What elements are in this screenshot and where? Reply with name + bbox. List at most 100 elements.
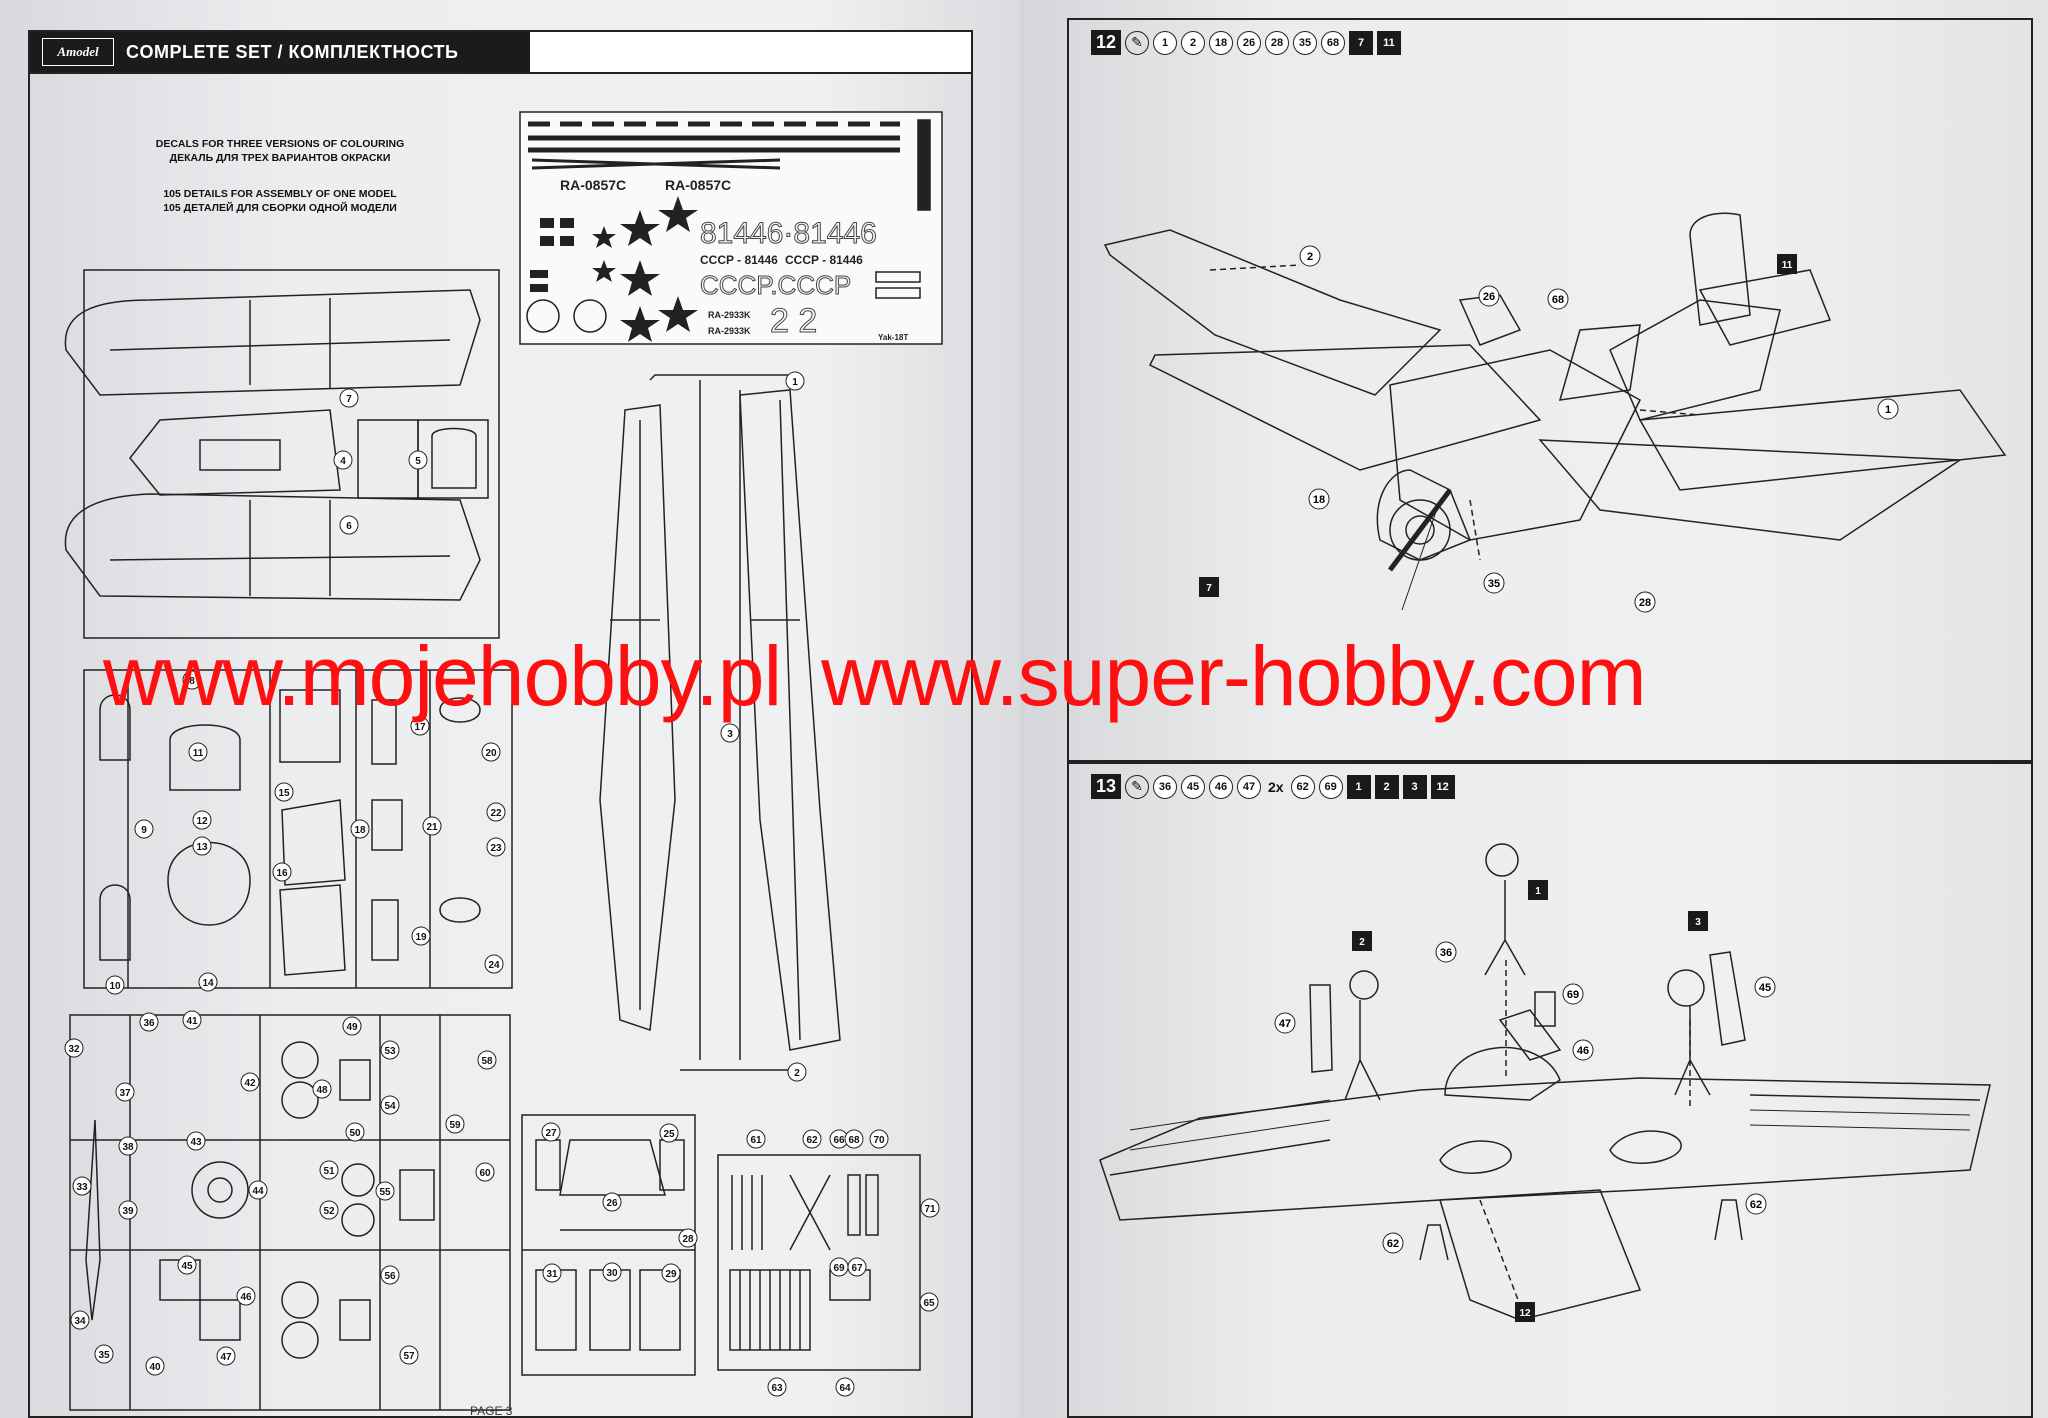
step-12-callouts: 2 1 26 68 11 7 18 35 28 [1199, 245, 1899, 613]
part-ref: 18 [1209, 30, 1233, 55]
part-label: 66 [833, 1135, 845, 1146]
brand-logo: Amodel [42, 38, 114, 66]
sprue-c [69, 1014, 511, 1411]
part-label: 38 [122, 1142, 134, 1153]
callout-fairing: 28 [1639, 597, 1651, 609]
part-label: 32 [68, 1044, 80, 1055]
part-label: 21 [426, 822, 438, 833]
part-label: 22 [490, 808, 502, 819]
part-label: 30 [606, 1268, 618, 1279]
part-label: 47 [220, 1352, 232, 1363]
photo-etch-fret [717, 1154, 921, 1371]
step-12-frame [1067, 18, 2033, 762]
callout-clear-sprue: 25 26 27 28 29 30 31 [541, 1122, 698, 1283]
part-label: 65 [923, 1298, 935, 1309]
page-number: PAGE 3 [470, 1404, 513, 1418]
glue-icon: ✎ [1125, 774, 1149, 799]
step-number: 13 [1091, 774, 1121, 799]
part-label: 31 [546, 1269, 558, 1280]
part-label: 29 [665, 1269, 677, 1280]
part-label: 1 [792, 377, 798, 388]
part-ref: 26 [1237, 30, 1261, 55]
callout-sprue-a: 1 2 3 4 5 6 7 [333, 371, 807, 1082]
part-label: 64 [839, 1383, 851, 1394]
part-label: 37 [119, 1088, 131, 1099]
callout-part-47: 47 [1279, 1018, 1291, 1030]
callout-engine-step: 7 [1206, 583, 1212, 594]
part-label: 68 [848, 1135, 860, 1146]
step-number: 12 [1091, 30, 1121, 55]
part-label: 56 [384, 1271, 396, 1282]
part-label: 23 [490, 843, 502, 854]
part-ref: 35 [1293, 30, 1317, 55]
callout-etch: 61 62 63 64 65 66 67 68 69 70 71 [746, 1129, 940, 1397]
part-label: 59 [449, 1120, 461, 1131]
part-label: 44 [252, 1186, 264, 1197]
decal-tail-number: 81446·81446 [700, 217, 877, 250]
part-label: 45 [181, 1261, 193, 1272]
part-label: 11 [193, 748, 204, 759]
part-ref: 68 [1321, 30, 1345, 55]
callout-canopy: 26 [1483, 291, 1495, 303]
part-label: 28 [682, 1234, 694, 1245]
callout-seat-2: 2 [1359, 937, 1365, 948]
prior-step-ref: 11 [1377, 30, 1401, 55]
part-label: 61 [750, 1135, 762, 1146]
part-ref: 47 [1237, 774, 1261, 799]
step-12-header: 12 ✎ 1 2 18 26 28 35 68 7 11 [1091, 30, 1401, 55]
part-label: 25 [663, 1129, 675, 1140]
decal-ra-small-b: RA-2933K [708, 326, 751, 336]
part-label: 57 [403, 1351, 415, 1362]
clear-sprue [521, 1114, 696, 1376]
glue-icon: ✎ [1125, 30, 1149, 55]
part-label: 2 [794, 1068, 800, 1079]
part-label: 39 [122, 1206, 134, 1217]
callout-tail-step: 11 [1782, 260, 1793, 271]
part-label: 9 [141, 825, 147, 836]
watermark: www.mojehobby.pl www.super-hobby.com [0, 626, 2048, 726]
part-ref: 28 [1265, 30, 1289, 55]
right-page [1020, 0, 2048, 1418]
part-label: 35 [98, 1350, 110, 1361]
part-label: 43 [190, 1137, 202, 1148]
part-label: 16 [276, 868, 288, 879]
details-note-ru: 105 ДЕТАЛЕЙ ДЛЯ СБОРКИ ОДНОЙ МОДЕЛИ [163, 202, 397, 214]
details-note-en: 105 DETAILS FOR ASSEMBLY OF ONE MODEL [163, 188, 397, 200]
part-ref: 62 [1290, 774, 1315, 799]
callout-wing-right: 1 [1885, 404, 1891, 416]
decal-reg-a: RA-0857C [560, 177, 626, 193]
prior-step-ref: 2 [1374, 774, 1399, 799]
part-label: 27 [545, 1128, 557, 1139]
part-label: 42 [244, 1078, 256, 1089]
decal-number-22: 2 2 [770, 302, 817, 340]
callout-antenna: 68 [1552, 294, 1564, 306]
part-label: 7 [346, 394, 352, 405]
step-13-header: 13 ✎ 36 45 46 47 2x 62 69 1 2 3 12 [1091, 774, 1455, 799]
decal-cccp-reg-a: CCCP - 81446 [700, 253, 778, 267]
part-label: 5 [415, 456, 421, 467]
part-label: 40 [149, 1362, 161, 1373]
part-label: 10 [109, 981, 121, 992]
sprue-a-wings [599, 374, 841, 1071]
callout-part-69: 69 [1567, 989, 1579, 1001]
part-label: 20 [485, 748, 497, 759]
part-label: 50 [349, 1128, 361, 1139]
part-label: 41 [186, 1016, 198, 1027]
part-label: 54 [384, 1101, 396, 1112]
part-label: 24 [488, 960, 500, 971]
part-label: 67 [851, 1263, 863, 1274]
part-label: 36 [143, 1018, 155, 1029]
part-label: 60 [479, 1168, 491, 1179]
prior-step-ref: 1 [1346, 774, 1371, 799]
part-label: 51 [323, 1166, 335, 1177]
part-label: 12 [196, 816, 208, 827]
part-ref: 36 [1153, 774, 1177, 799]
kit-intro: DECALS FOR THREE VERSIONS OF COLOURING Д… [150, 137, 410, 215]
prior-step-ref: 7 [1349, 30, 1373, 55]
callout-part-45: 45 [1759, 982, 1771, 994]
part-label: 3 [727, 729, 733, 740]
part-ref: 69 [1318, 774, 1343, 799]
part-ref: 45 [1181, 774, 1205, 799]
decal-reg-b: RA-0857C [665, 177, 731, 193]
watermark-site-a: www.mojehobby.pl [103, 628, 782, 723]
